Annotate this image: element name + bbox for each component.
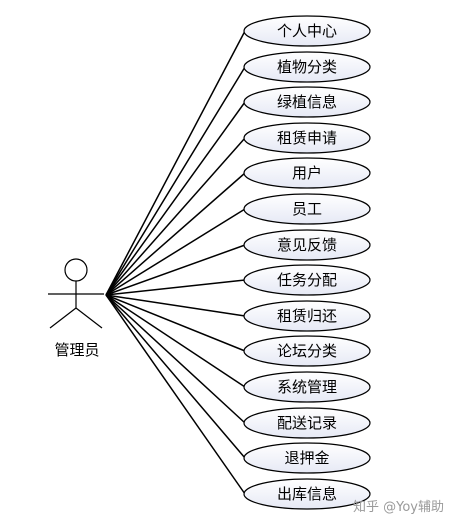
actor-right-leg [75,307,103,329]
use-case[interactable]: 绿植信息 [243,86,371,118]
use-case-label: 个人中心 [277,22,337,40]
association-line [105,294,246,388]
association-line [105,101,246,296]
use-case-ellipse [243,15,371,47]
association-line [105,244,246,296]
use-case-ellipse [243,122,371,154]
use-case-ellipse [243,335,371,367]
use-case-ellipse [243,300,371,332]
use-case-label: 用户 [292,164,322,182]
use-case-label: 植物分类 [277,58,337,76]
use-case-label: 租赁申请 [277,129,337,147]
use-case-ellipse [243,478,371,510]
association-line [105,279,246,296]
association-lines [105,30,246,495]
association-line [105,294,246,352]
actor[interactable]: 管理员 [48,258,104,359]
actor-left-leg [49,307,77,329]
use-case-ellipse [243,86,371,118]
use-case[interactable]: 配送记录 [243,407,371,439]
actor-head [64,258,88,282]
use-case-label: 意见反馈 [277,236,337,254]
use-case[interactable]: 租赁申请 [243,122,371,154]
use-case-label: 退押金 [284,449,329,467]
association-line [105,208,246,296]
use-case-ellipse [243,193,371,225]
association-line [105,172,246,296]
use-case-label: 任务分配 [277,271,337,289]
use-case[interactable]: 论坛分类 [243,335,371,367]
use-case-ellipse [243,229,371,261]
use-case-label: 论坛分类 [277,342,337,360]
use-case-list: 个人中心植物分类绿植信息租赁申请用户员工意见反馈任务分配租赁归还论坛分类系统管理… [243,15,371,510]
use-case-label: 绿植信息 [277,93,337,111]
use-case-ellipse [243,442,371,474]
use-case-ellipse [243,371,371,403]
association-line [105,294,246,424]
watermark: 知乎 @Yoy辅助 [353,499,444,515]
association-line [105,294,246,317]
use-case-label: 配送记录 [277,414,337,432]
use-case[interactable]: 退押金 [243,442,371,474]
use-case-ellipse [243,264,371,296]
use-case-ellipse [243,51,371,83]
association-line [105,294,246,459]
use-case[interactable]: 出库信息 [243,478,371,510]
use-case[interactable]: 租赁归还 [243,300,371,332]
association-line [105,137,246,296]
association-line [105,294,246,495]
use-case-label: 出库信息 [277,485,337,503]
use-case-label: 租赁归还 [277,307,337,325]
association-line [105,30,246,296]
actor-label: 管理员 [54,341,99,359]
use-case[interactable]: 植物分类 [243,51,371,83]
use-case-label: 系统管理 [277,378,337,396]
use-case[interactable]: 用户 [243,157,371,189]
use-case[interactable]: 意见反馈 [243,229,371,261]
use-case-ellipse [243,407,371,439]
use-case[interactable]: 个人中心 [243,15,371,47]
use-case[interactable]: 任务分配 [243,264,371,296]
association-line [105,66,246,296]
use-case[interactable]: 员工 [243,193,371,225]
use-case-label: 员工 [292,200,322,218]
use-case[interactable]: 系统管理 [243,371,371,403]
use-case-ellipse [243,157,371,189]
